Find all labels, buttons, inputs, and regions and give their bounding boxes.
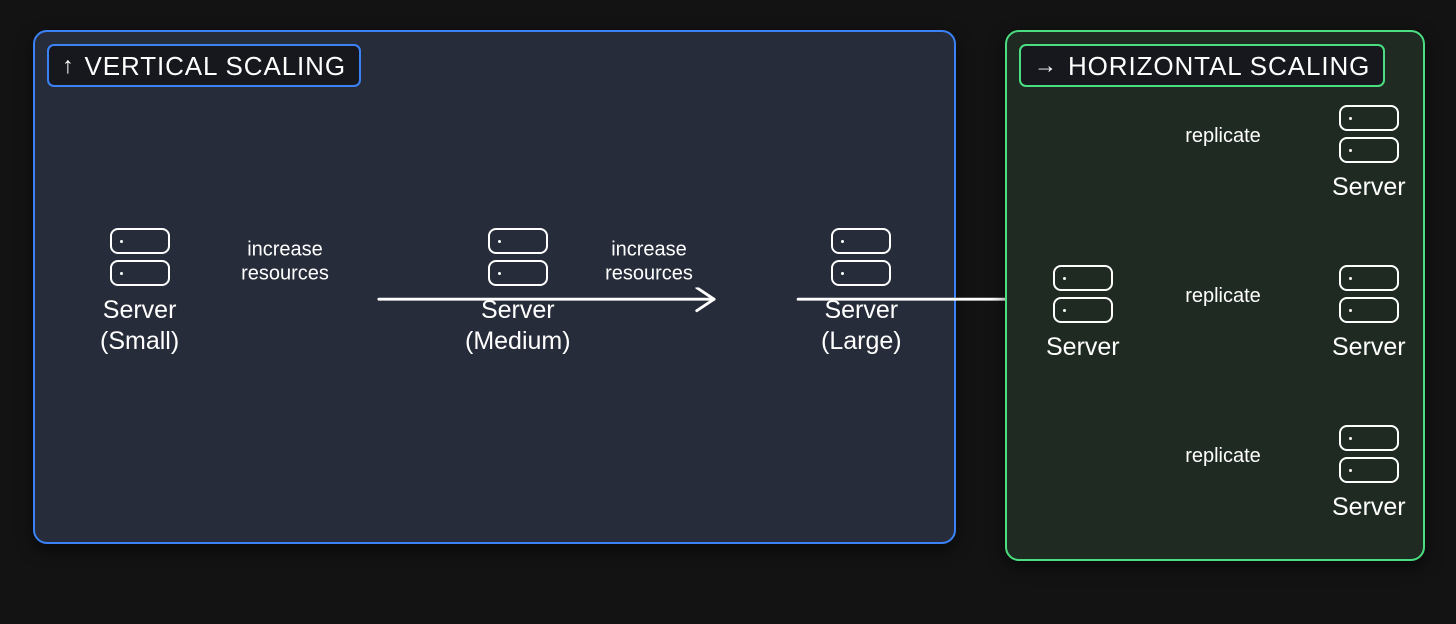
server-node-source: Server: [1046, 265, 1120, 363]
server-unit-bottom: [1338, 137, 1399, 163]
server-node-replica-1: Server: [1332, 105, 1406, 203]
server-label: Server (Medium): [465, 296, 571, 356]
server-node-small: Server (Small): [100, 228, 179, 358]
server-unit-top: [1338, 425, 1399, 451]
server-node-medium: Server (Medium): [465, 228, 571, 358]
server-unit-bottom: [831, 260, 892, 286]
right-arrow-icon: →: [1034, 52, 1057, 78]
server-node-replica-2: Server: [1332, 265, 1406, 363]
server-node-large: Server (Large): [821, 228, 902, 358]
server-icon: [1338, 265, 1399, 323]
server-label: Server (Small): [100, 296, 180, 356]
edge-label-replicate-top: replicate: [1178, 123, 1268, 151]
server-unit-bottom: [109, 260, 170, 286]
server-unit-top: [1052, 265, 1113, 291]
server-unit-top: [487, 228, 548, 254]
server-unit-bottom: [1338, 297, 1399, 323]
server-unit-bottom: [487, 260, 548, 286]
server-icon: [1338, 425, 1399, 483]
up-arrow-icon: ↑: [62, 52, 74, 78]
server-unit-top: [109, 228, 170, 254]
vertical-scaling-panel: ↑ VERTICAL SCALING increase resources in…: [33, 30, 1135, 544]
server-label: Server: [1046, 333, 1120, 361]
edge-label-replicate-bottom: replicate: [1178, 443, 1268, 471]
horizontal-scaling-title: HORIZONTAL SCALING: [1068, 50, 1371, 81]
edge-arrowhead-1: [695, 286, 716, 313]
server-label: Server (Large): [821, 296, 902, 356]
server-label: Server: [1332, 493, 1406, 521]
server-label: Server: [1332, 173, 1406, 201]
edge-label-increase-resources-2: increase resources: [598, 236, 700, 288]
server-icon: [109, 228, 170, 286]
vertical-scaling-title-badge: ↑ VERTICAL SCALING: [47, 44, 361, 87]
server-icon: [487, 228, 548, 286]
server-icon: [1338, 105, 1399, 163]
edge-label-increase-resources-1: increase resources: [234, 236, 336, 288]
server-unit-bottom: [1052, 297, 1113, 323]
vertical-scaling-title: VERTICAL SCALING: [84, 50, 346, 81]
server-unit-bottom: [1338, 457, 1399, 483]
diagram-canvas: ↑ VERTICAL SCALING increase resources in…: [33, 30, 1425, 561]
server-unit-top: [831, 228, 892, 254]
server-icon: [1052, 265, 1113, 323]
server-icon: [831, 228, 892, 286]
horizontal-scaling-panel: → HORIZONTAL SCALING replicate replicate…: [1005, 30, 1425, 561]
server-node-replica-3: Server: [1332, 425, 1406, 523]
server-unit-top: [1338, 105, 1399, 131]
server-label: Server: [1332, 333, 1406, 361]
edge-label-replicate-middle: replicate: [1178, 283, 1268, 311]
server-unit-top: [1338, 265, 1399, 291]
horizontal-scaling-title-badge: → HORIZONTAL SCALING: [1019, 44, 1386, 87]
